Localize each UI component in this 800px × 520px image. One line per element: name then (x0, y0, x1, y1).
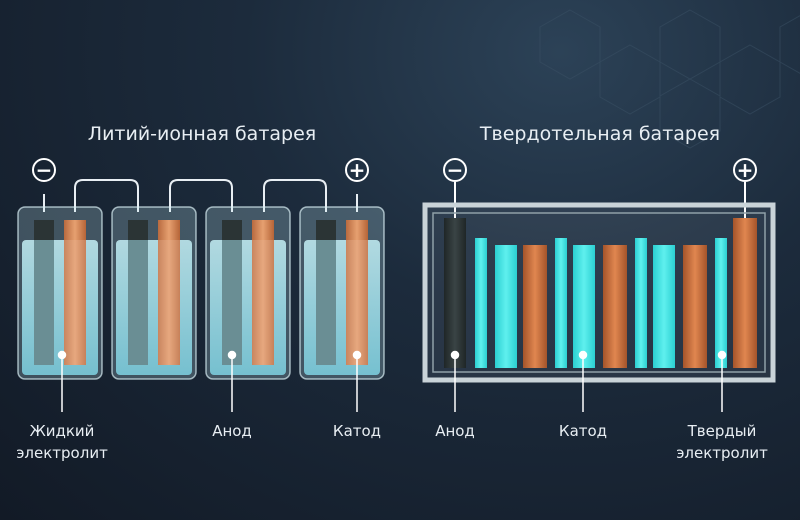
solid-electrolyte-4 (715, 238, 727, 368)
solid-anode (444, 218, 466, 368)
liion-electrolyte-label-line1: Жидкий (30, 422, 95, 440)
solid-leader-lines (450, 350, 727, 412)
solid-anode-label: Анод (435, 422, 475, 440)
liion-leader-lines (57, 350, 362, 412)
solid-layer-teal-2 (573, 245, 595, 368)
liion-cathode-2 (158, 220, 180, 365)
solid-title: Твердотельная батарея (479, 123, 720, 145)
liion-cathode-1 (64, 220, 86, 365)
solid-negative-terminal: − (443, 158, 467, 218)
solid-cathode-3 (683, 245, 707, 368)
solid-cathode-4 (733, 218, 757, 368)
solid-electrolyte-2 (555, 238, 567, 368)
liion-cell-2 (111, 206, 197, 380)
liion-title: Литий-ионная батарея (88, 123, 316, 145)
solid-cathode-2 (603, 245, 627, 368)
liion-cathode-3 (252, 220, 274, 365)
solid-cathode-1 (523, 245, 547, 368)
solid-positive-terminal: + (733, 158, 757, 218)
solid-layers (444, 218, 757, 368)
solid-electrolyte-label-line1: Твердый (687, 422, 757, 440)
liion-cathode-4 (346, 220, 368, 365)
liion-anode-label: Анод (212, 422, 252, 440)
liion-cell-1 (17, 206, 103, 380)
solid-layer-teal-1 (495, 245, 517, 368)
svg-text:+: + (737, 158, 754, 182)
solid-electrolyte-3 (635, 238, 647, 368)
svg-text:+: + (349, 158, 366, 182)
liion-cell-3 (205, 206, 291, 380)
svg-text:−: − (447, 158, 464, 182)
hexagon-background-pattern (539, 9, 800, 149)
solid-cathode-label: Катод (559, 422, 607, 440)
liion-wires (43, 179, 358, 212)
svg-text:−: − (36, 158, 53, 182)
liion-electrolyte-label-line2: электролит (16, 444, 108, 462)
liion-cell-4 (299, 206, 385, 380)
liion-cathode-label: Катод (333, 422, 381, 440)
liion-negative-terminal: − (32, 158, 56, 182)
solid-electrolyte-label-line2: электролит (676, 444, 768, 462)
liion-positive-terminal: + (345, 158, 369, 182)
solid-layer-teal-3 (653, 245, 675, 368)
solid-electrolyte-1 (475, 238, 487, 368)
